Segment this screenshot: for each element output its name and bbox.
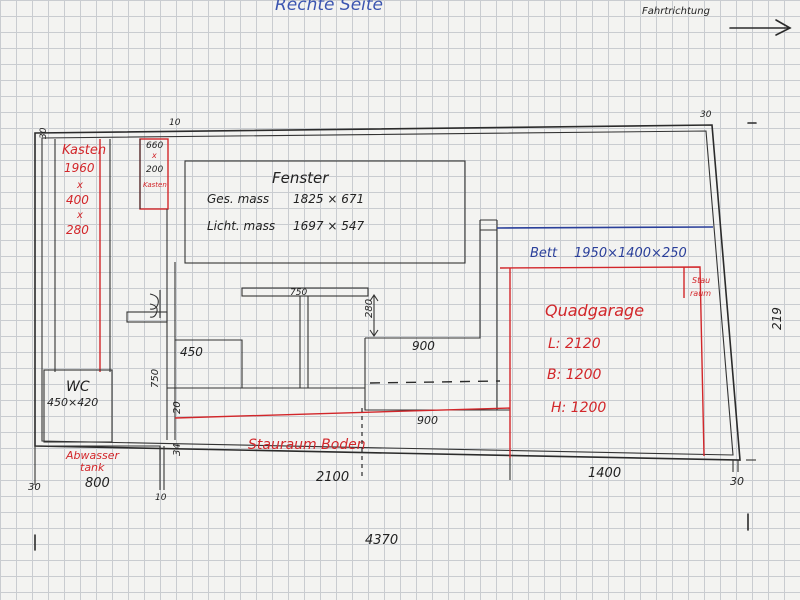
bench-height: 280	[364, 299, 375, 318]
dim-4370: 4370	[365, 533, 398, 548]
bed-size: 1950×1400×250	[574, 246, 687, 261]
outer-wall	[34, 124, 741, 461]
dim-10-bottom: 10	[155, 493, 167, 503]
window-total-value: 1825 × 671	[293, 192, 364, 206]
window-clear-label: Licht. mass	[207, 219, 275, 233]
cabinet-title: Kasten	[62, 143, 106, 158]
cabinet-depth: 400	[66, 193, 89, 207]
dim-34: 34	[172, 443, 183, 456]
dim-30-top-right: 30	[700, 110, 712, 120]
waste-tank-line1: Abwasser	[65, 449, 120, 462]
table	[241, 287, 369, 388]
bench-right	[364, 219, 510, 411]
direction-arrow	[729, 19, 792, 36]
garage-length: L: 2120	[548, 336, 601, 352]
small-cabinet-label: Kasten	[143, 181, 167, 189]
dim-30-bottom-left: 30	[28, 482, 41, 493]
dimension-ticks	[34, 408, 756, 551]
waste-tank-line2: tank	[80, 461, 105, 474]
cabinet-left	[54, 139, 111, 372]
cabinet-x2: x	[76, 210, 83, 221]
direction-label: Fahrtrichtung	[642, 6, 710, 17]
small-cabinet-width: 660	[146, 141, 163, 151]
storage-right-line2: raum	[690, 289, 711, 298]
storage-right-line1: Stau	[692, 276, 710, 285]
bench-left-width: 450	[180, 345, 203, 359]
small-cabinet	[139, 138, 169, 210]
bench-right-bottom-width: 900	[417, 414, 438, 427]
dim-30-top-left: 30	[39, 127, 49, 139]
side-title: Rechte Seite	[275, 0, 383, 15]
wc-title: WC	[66, 379, 90, 395]
table-width: 750	[290, 288, 307, 298]
garage-width: B: 1200	[547, 367, 601, 383]
bench-right-top-width: 900	[412, 339, 435, 353]
dim-1400: 1400	[588, 466, 621, 481]
garage-outline	[499, 266, 705, 458]
bed-outline	[496, 226, 714, 229]
window-frame	[184, 160, 466, 264]
dim-10-top: 10	[169, 118, 181, 128]
window-title: Fenster	[272, 169, 329, 187]
storage-floor-line	[174, 407, 511, 419]
window-total-label: Ges. mass	[207, 192, 269, 206]
dim-750: 750	[150, 369, 161, 388]
garage-height: H: 1200	[551, 400, 606, 416]
dim-20: 20	[172, 401, 183, 414]
cabinet-x1: x	[76, 180, 83, 191]
bench-height-arrow	[369, 294, 379, 337]
dim-800: 800	[85, 476, 110, 491]
dim-2100: 2100	[316, 470, 349, 485]
dim-30-bottom-right: 30	[730, 475, 744, 488]
bench-left	[167, 339, 365, 389]
bed-label: Bett	[530, 246, 558, 261]
cabinet-width: 1960	[64, 161, 95, 175]
bench-divider	[369, 380, 501, 384]
storage-floor-label: Stauraum Boden	[248, 437, 366, 453]
wc-size: 450×420	[47, 396, 98, 409]
window-clear-value: 1697 × 547	[293, 219, 364, 233]
small-cabinet-depth: 200	[146, 165, 163, 175]
small-cabinet-x: x	[151, 151, 157, 160]
dim-219: 219	[770, 307, 784, 330]
wc-box	[43, 369, 113, 443]
door-column	[126, 209, 176, 440]
garage-title: Quadgarage	[545, 301, 644, 320]
cabinet-height: 280	[66, 223, 89, 237]
